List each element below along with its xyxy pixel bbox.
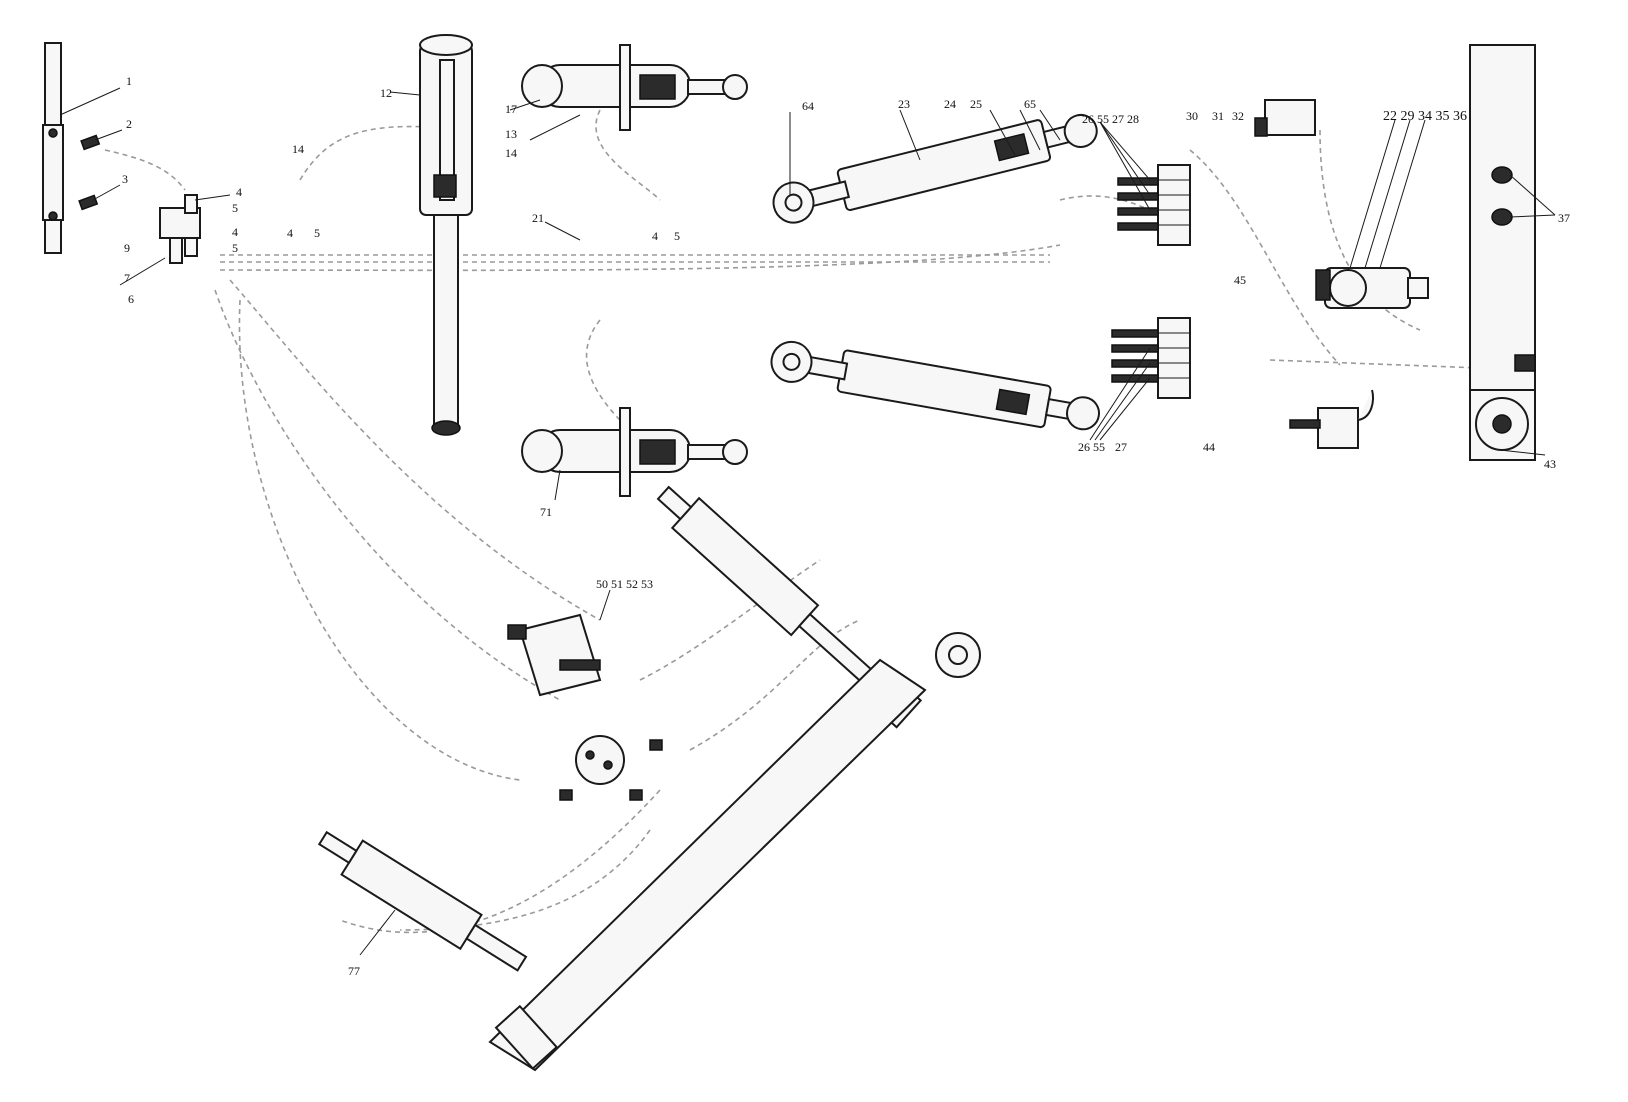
label-31: 31 [1212,109,1224,123]
part-upper-manifold [1117,164,1191,246]
part-middle-angled-cylinder [770,340,1101,431]
label-4c: 4 [287,226,293,240]
label-6: 6 [128,292,134,306]
label-44: 44 [1203,440,1215,454]
part-17-upper-cylinder [521,44,748,131]
label-4b: 4 [232,225,238,239]
label-21: 21 [532,211,544,225]
label-5c: 5 [314,226,320,240]
part-12-vertical-cylinder [419,34,473,436]
label-77: 77 [348,964,360,978]
label-13: 13 [505,127,517,141]
label-1: 1 [126,74,132,88]
part-left-valve-block [78,134,201,264]
part-lower-manifold [1111,317,1191,399]
label-5a: 5 [232,201,238,215]
label-9: 9 [124,241,130,255]
label-27: 27 [1115,440,1127,454]
part-71-lower-cylinder [521,407,748,497]
leader-lines [59,87,1556,956]
label-25: 25 [970,97,982,111]
part-rotary-distributor [559,735,663,801]
label-64: 64 [802,99,814,113]
part-23-upper-angled-cylinder [772,113,1098,224]
label-7: 7 [124,271,130,285]
label-14a: 14 [292,142,304,156]
part-lower-right-valve [1289,389,1375,449]
part-long-diagonal-arm [488,632,981,1072]
label-32: 32 [1232,109,1244,123]
label-4d: 4 [652,229,658,243]
label-45: 45 [1234,273,1246,287]
label-26-55-27-28-top: 26 55 27 28 [1082,112,1139,126]
label-26-55-bottom: 26 55 [1078,440,1105,454]
label-24: 24 [944,97,956,111]
part-right-frame-plate [1469,44,1536,461]
hose-lines [104,109,1481,934]
label-2: 2 [126,117,132,131]
label-50-51-52-53: 50 51 52 53 [596,577,653,591]
label-23: 23 [898,97,910,111]
label-30a: 30 [1186,109,1198,123]
callout-labels: 1 2 3 4 5 4 5 9 7 6 12 14 4 5 17 13 14 2… [122,74,1570,978]
label-43: 43 [1544,457,1556,471]
part-control-valve-block [507,613,602,697]
label-5d: 5 [674,229,680,243]
label-65: 65 [1024,97,1036,111]
label-37: 37 [1558,211,1570,225]
label-12: 12 [380,86,392,100]
label-4a: 4 [236,185,242,199]
label-17: 17 [505,102,517,116]
label-5b: 5 [232,241,238,255]
part-pump-assembly [1315,267,1429,309]
label-22-29-34-35-36: 22 29 34 35 36 [1383,109,1467,124]
part-top-control-valve [1254,99,1316,137]
label-14b: 14 [505,146,517,160]
label-71: 71 [540,505,552,519]
part-77-lower-cylinder [317,830,528,972]
part-1-rod [42,42,64,254]
label-3: 3 [122,172,128,186]
